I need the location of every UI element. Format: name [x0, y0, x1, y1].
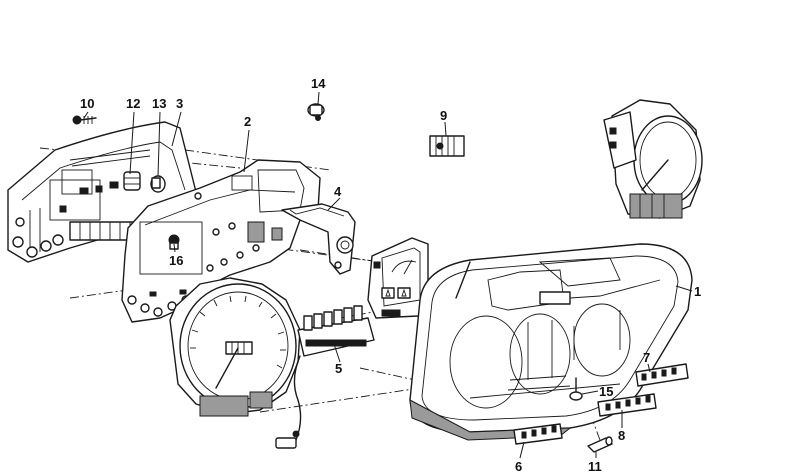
circuit-board-detail	[59, 149, 151, 213]
part-14-bulb	[307, 103, 325, 121]
label-3: 3	[176, 96, 183, 111]
part-5-bulb-strip	[275, 305, 375, 449]
bulb-socket-holes	[12, 217, 64, 258]
leader-lines	[83, 91, 693, 459]
label-6: 6	[515, 459, 522, 473]
part-7-indicator-strip	[635, 363, 689, 387]
plate-trace-dots	[149, 221, 283, 297]
dial-ticks	[190, 295, 286, 369]
part-4-bracket	[281, 203, 356, 275]
label-5: 5	[335, 361, 342, 376]
part-11-pin	[587, 436, 613, 453]
part-1-instrument-housing	[409, 243, 693, 441]
label-1: 1	[694, 284, 701, 299]
label-11: 11	[588, 459, 602, 473]
part-6-indicator-strip	[513, 423, 563, 445]
part-13-bulb	[150, 175, 166, 193]
part-8-indicator-strip	[597, 393, 657, 417]
part-15-screw	[569, 377, 583, 401]
label-16: 16	[169, 253, 183, 268]
part-12-bulb-socket	[123, 171, 141, 191]
label-13: 13	[152, 96, 166, 111]
part-5-speedometer	[169, 277, 301, 417]
rear-view-housing	[603, 99, 703, 219]
part-9-clip	[429, 135, 465, 157]
label-2: 2	[244, 114, 251, 129]
label-7: 7	[643, 350, 650, 365]
label-15: 15	[599, 384, 613, 399]
small-gauge-module	[367, 237, 429, 319]
label-8: 8	[618, 428, 625, 443]
part-number-labels: 1 2 3 4 5 6 7 8 9 10 11 12 13 14 15 16	[80, 76, 701, 473]
label-10: 10	[80, 96, 94, 111]
label-4: 4	[334, 184, 342, 199]
label-14: 14	[311, 76, 326, 91]
label-12: 12	[126, 96, 140, 111]
part-3-rear-circuit-housing	[7, 121, 197, 263]
label-9: 9	[440, 108, 447, 123]
